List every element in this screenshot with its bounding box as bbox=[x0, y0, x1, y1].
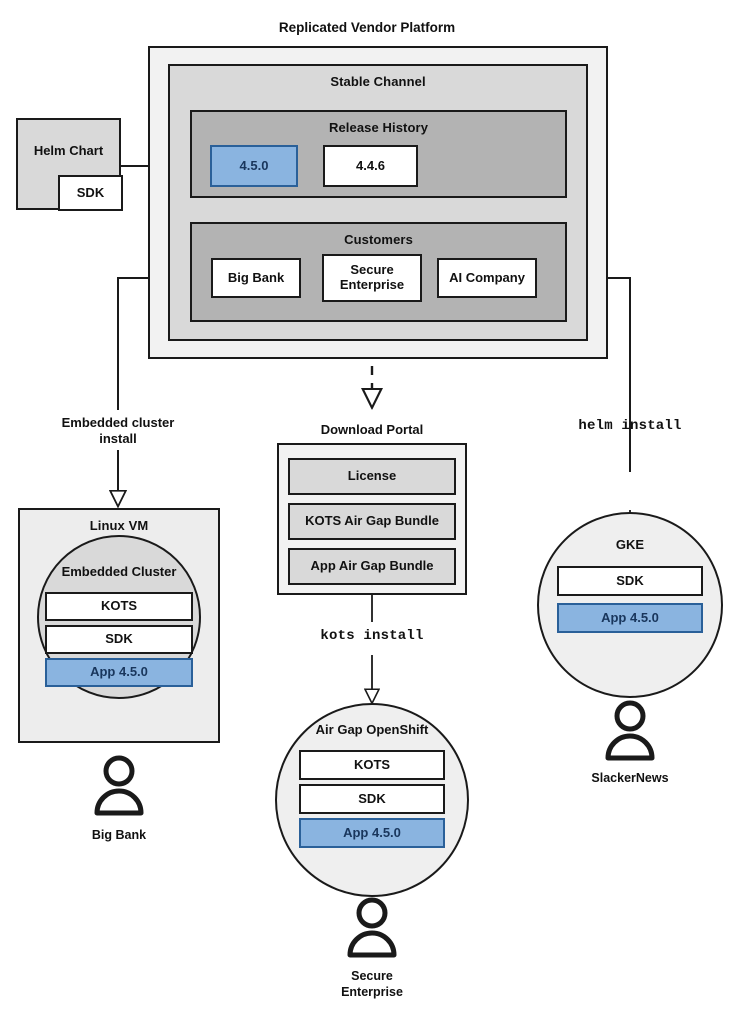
gke-label: GKE bbox=[615, 537, 645, 552]
person-icon-slackernews bbox=[604, 700, 656, 767]
portal-artifact-kots-airgap-bundle[interactable]: KOTS Air Gap Bundle bbox=[288, 503, 456, 540]
portal-artifact-app-airgap-bundle[interactable]: App Air Gap Bundle bbox=[288, 548, 456, 585]
openshift-component-app[interactable]: App 4.5.0 bbox=[299, 818, 445, 848]
person-icon-secure-enterprise bbox=[346, 897, 398, 964]
label-embedded-cluster-install: Embedded cluster install bbox=[61, 415, 175, 447]
stable-channel-label: Stable Channel bbox=[330, 74, 426, 89]
release-history-label: Release History bbox=[328, 120, 429, 135]
linux-vm-label: Linux VM bbox=[89, 518, 149, 533]
linuxvm-component-kots[interactable]: KOTS bbox=[45, 592, 193, 621]
caption-big-bank: Big Bank bbox=[91, 828, 147, 842]
customer-ai-company[interactable]: AI Company bbox=[437, 258, 537, 298]
caption-slackernews: SlackerNews bbox=[591, 771, 669, 785]
linuxvm-component-sdk[interactable]: SDK bbox=[45, 625, 193, 654]
customer-big-bank[interactable]: Big Bank bbox=[211, 258, 301, 298]
openshift-component-sdk[interactable]: SDK bbox=[299, 784, 445, 814]
release-chip-4-4-6[interactable]: 4.4.6 bbox=[323, 145, 418, 187]
label-kots-install: kots install bbox=[320, 628, 424, 644]
gke-component-sdk[interactable]: SDK bbox=[557, 566, 703, 596]
gke-component-app[interactable]: App 4.5.0 bbox=[557, 603, 703, 633]
embedded-cluster-label: Embedded Cluster bbox=[61, 564, 177, 579]
customers-label: Customers bbox=[344, 232, 413, 247]
release-chip-4-5-0[interactable]: 4.5.0 bbox=[210, 145, 298, 187]
customer-secure-enterprise[interactable]: Secure Enterprise bbox=[322, 254, 422, 302]
portal-artifact-license[interactable]: License bbox=[288, 458, 456, 495]
person-icon-big-bank bbox=[93, 755, 145, 822]
label-helm-install: helm install bbox=[578, 418, 682, 434]
caption-secure-enterprise: Secure Enterprise bbox=[341, 969, 403, 1000]
openshift-component-kots[interactable]: KOTS bbox=[299, 750, 445, 780]
helm-chart-sdk-box[interactable]: SDK bbox=[58, 175, 123, 211]
airgap-openshift-label: Air Gap OpenShift bbox=[315, 722, 429, 737]
diagram-title: Replicated Vendor Platform bbox=[278, 20, 456, 35]
linuxvm-component-app[interactable]: App 4.5.0 bbox=[45, 658, 193, 687]
download-portal-label: Download Portal bbox=[320, 422, 424, 437]
